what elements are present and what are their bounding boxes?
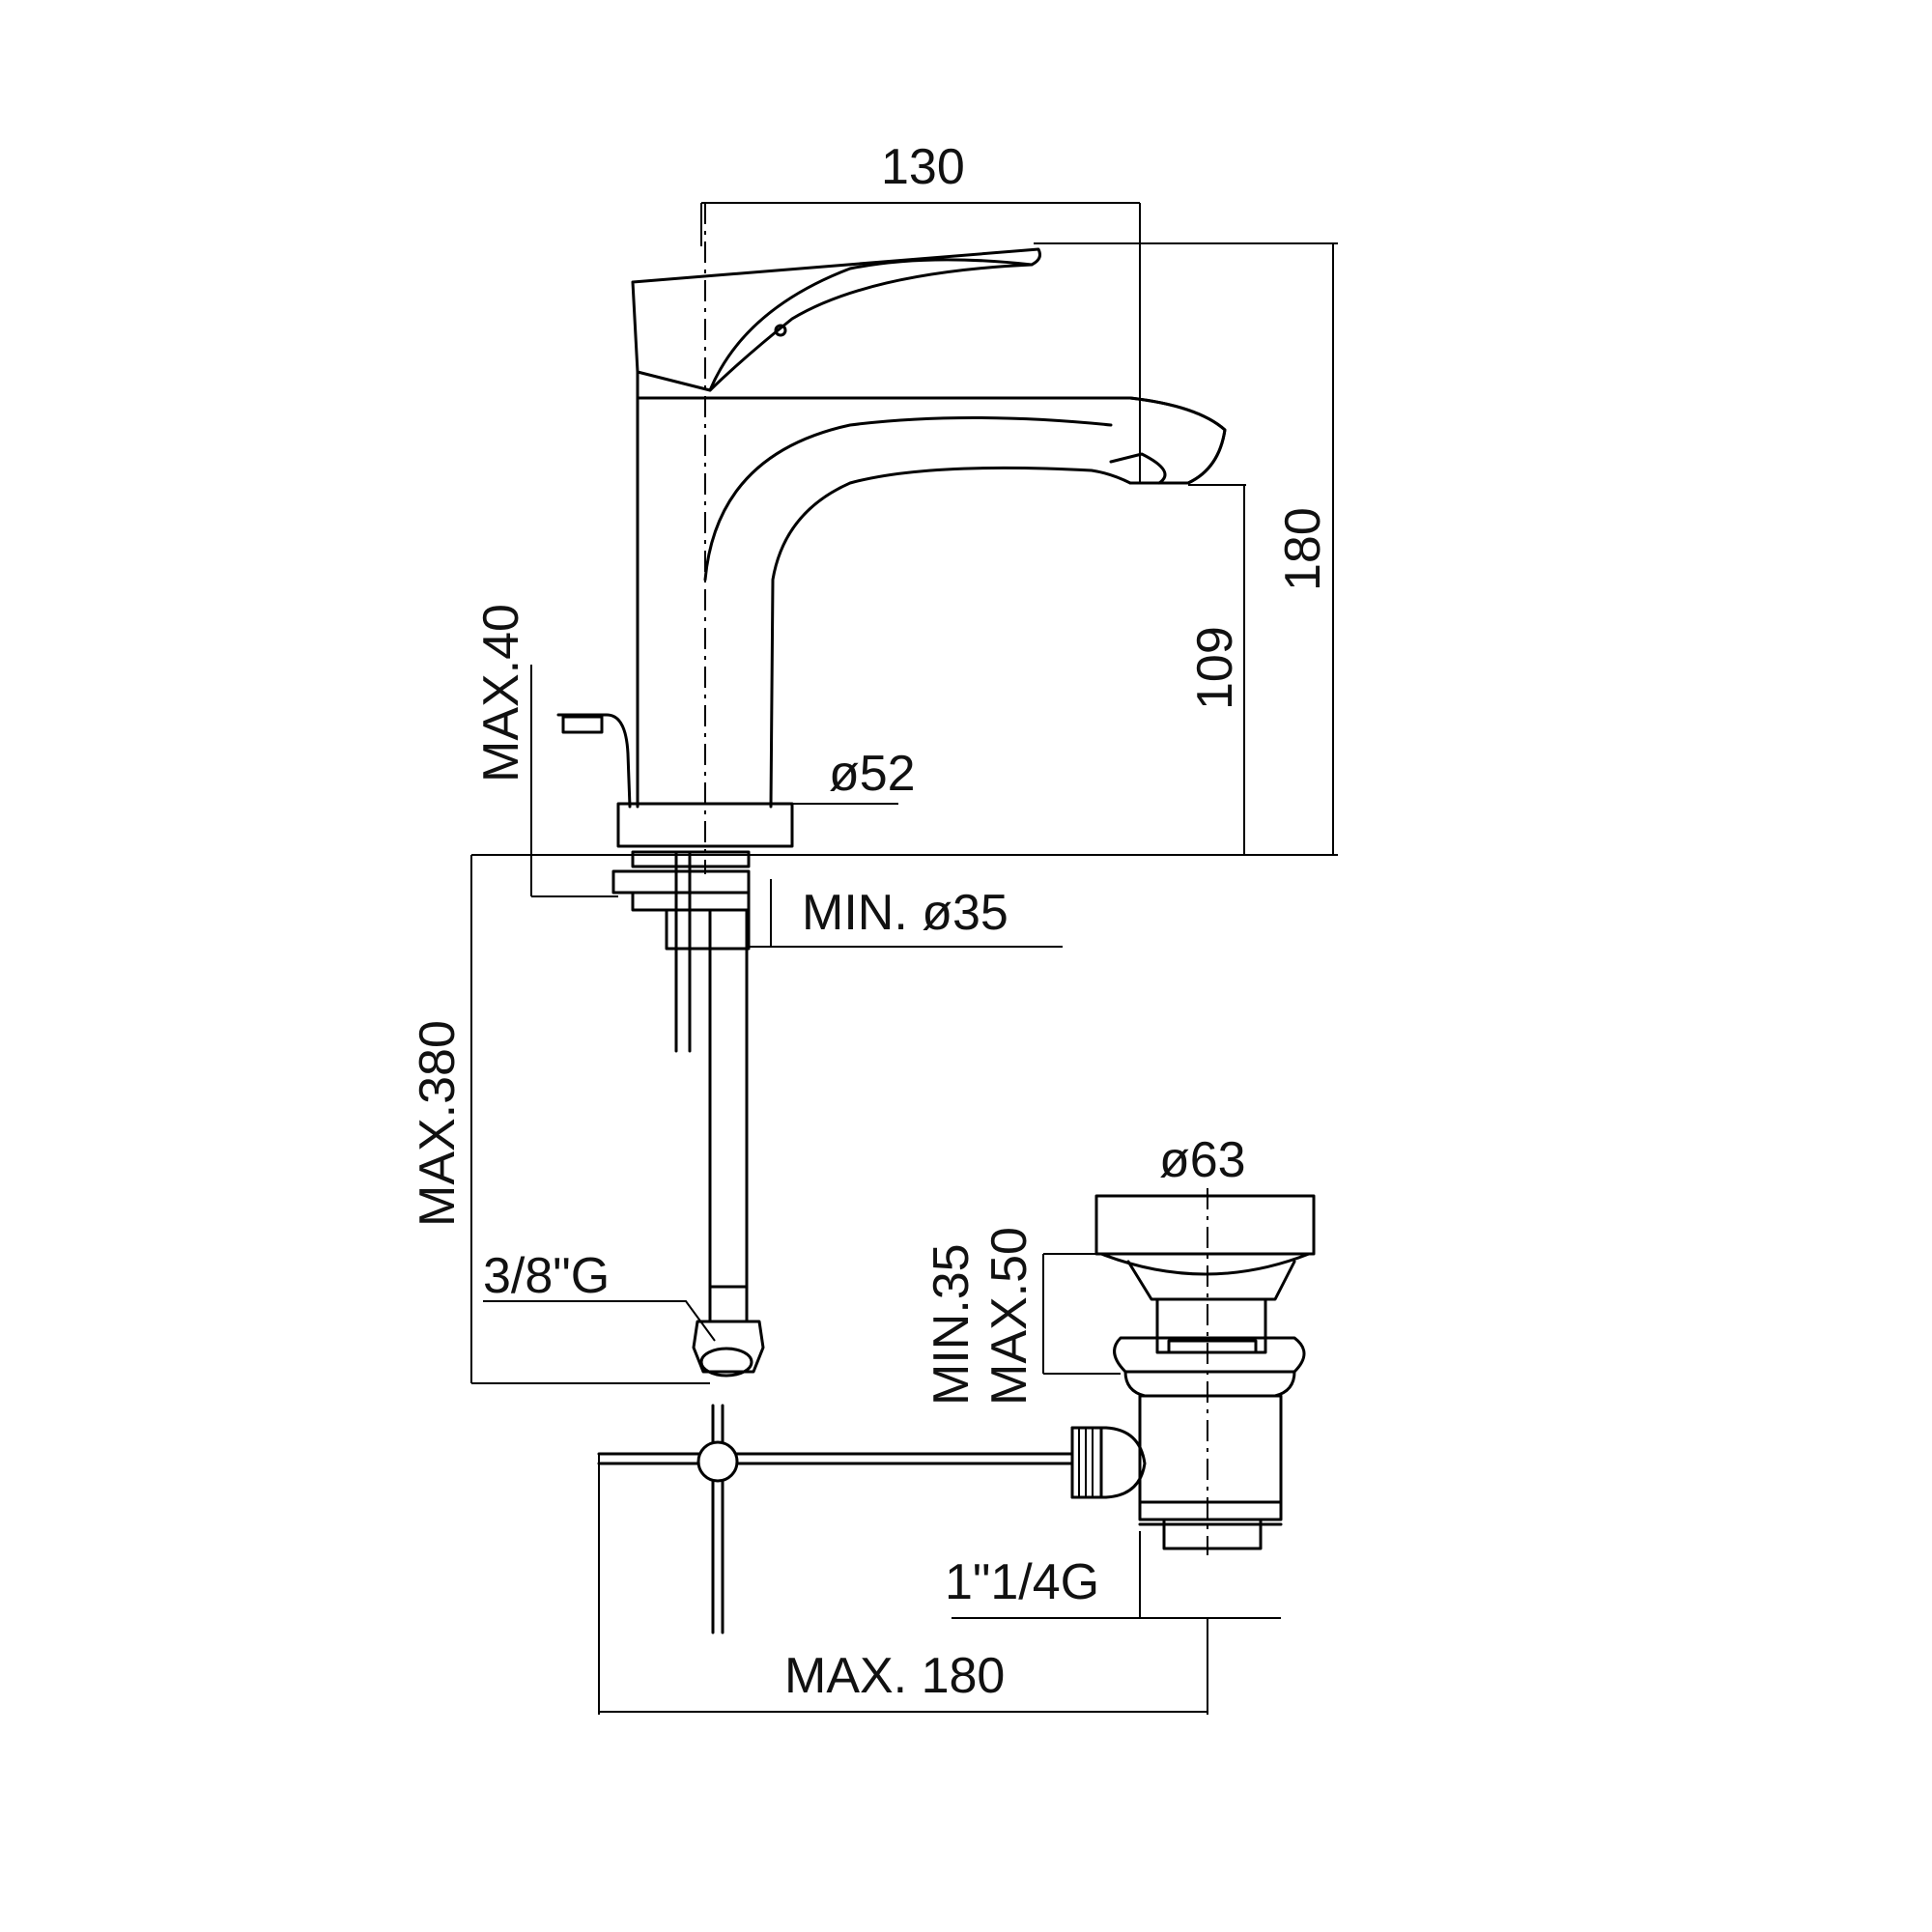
lever-handle[interactable]: [631, 247, 1041, 392]
flexible-hose: [708, 908, 749, 1289]
dim-max-380: MAX.380: [410, 1020, 466, 1227]
dimension-labels: 130 180 109 MAX.40 ø52 MIN. ø35 MAX.380 …: [410, 139, 1331, 1704]
dim-min-dia-35: MIN. ø35: [802, 885, 1009, 941]
drain-assembly: [1070, 1194, 1316, 1550]
hose-connector: [692, 1285, 765, 1378]
popup-rod[interactable]: [556, 713, 632, 809]
dim-thread-3-8: 3/8"G: [483, 1248, 610, 1304]
spout: [1128, 396, 1227, 485]
faucet-column: [636, 370, 1227, 809]
dim-109: 109: [1187, 626, 1243, 710]
drain-cap[interactable]: [1094, 1194, 1316, 1256]
dim-max-40: MAX.40: [473, 604, 529, 782]
dim-thread-1-1-4: 1"1/4G: [945, 1554, 1099, 1610]
dim-180-height: 180: [1275, 507, 1331, 591]
dimension-lines: [470, 202, 1338, 1715]
dim-min-35: MIN.35: [923, 1243, 980, 1406]
dim-max-180: MAX. 180: [784, 1648, 1005, 1704]
dim-dia-63: ø63: [1159, 1132, 1246, 1188]
overflow-connector: [1070, 1426, 1147, 1499]
dim-max-50: MAX.50: [981, 1227, 1037, 1406]
dim-130: 130: [881, 139, 965, 195]
dim-dia-52: ø52: [829, 746, 916, 802]
popup-linkage: [597, 1404, 1074, 1634]
